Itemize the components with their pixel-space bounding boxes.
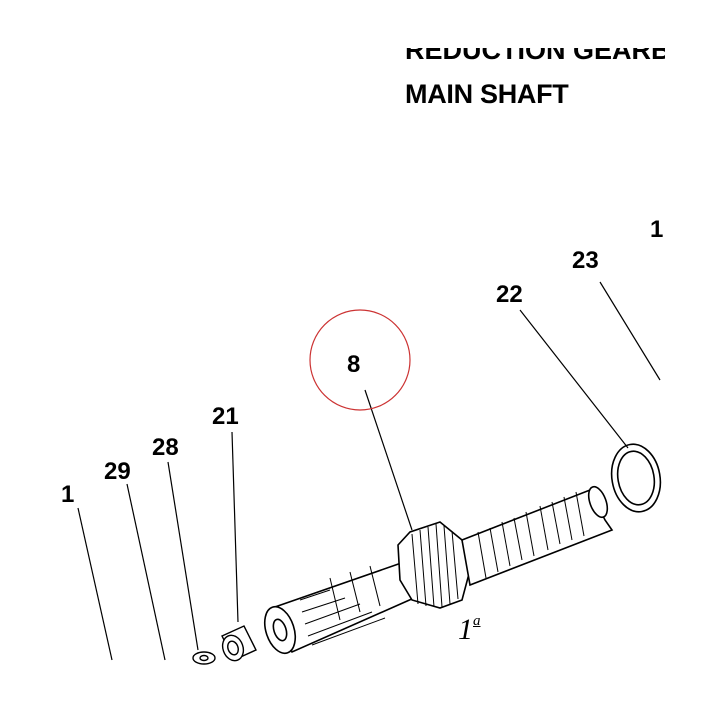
- leader-lines: [77, 281, 661, 661]
- shaft-rear-end: [587, 485, 609, 519]
- callout-8: 8: [347, 351, 361, 378]
- main-shaft: [263, 485, 614, 655]
- callout-23: 23: [572, 247, 599, 274]
- diagram-title: MAIN SHAFT: [405, 79, 569, 109]
- assembly-sub-label: 1a: [458, 614, 481, 645]
- front-splines: [299, 565, 386, 646]
- shaft-end-bore: [272, 618, 288, 642]
- sub-label-number: 1: [458, 613, 473, 646]
- leader-line-21: [231, 431, 239, 623]
- leader-line-23: [599, 281, 661, 381]
- gear-8-teeth: [411, 523, 459, 608]
- callout-1-right: 1: [650, 216, 664, 243]
- washer-28: [192, 651, 216, 665]
- leader-line-29: [126, 483, 166, 661]
- leader-line-8: [364, 389, 413, 531]
- bearing-21: [221, 625, 257, 662]
- leader-line-1-left: [77, 507, 113, 661]
- ring-22: [610, 443, 662, 513]
- clipped-title-text: REDUCTION GEARBOX: [405, 48, 665, 62]
- callout-1-left: 1: [61, 481, 75, 508]
- callout-28: 28: [152, 434, 179, 461]
- clipped-title-line: REDUCTION GEARBOX: [405, 48, 665, 62]
- sub-label-superscript: a: [473, 613, 481, 629]
- highlight-circle: [309, 309, 411, 411]
- callout-22: 22: [496, 281, 523, 308]
- leader-line-28: [167, 461, 199, 651]
- callout-21: 21: [212, 403, 239, 430]
- callout-29: 29: [104, 458, 131, 485]
- leader-line-22: [519, 309, 629, 449]
- rear-splines: [477, 491, 585, 579]
- gear-8: [397, 521, 471, 609]
- shaft-rear-section: [461, 488, 614, 587]
